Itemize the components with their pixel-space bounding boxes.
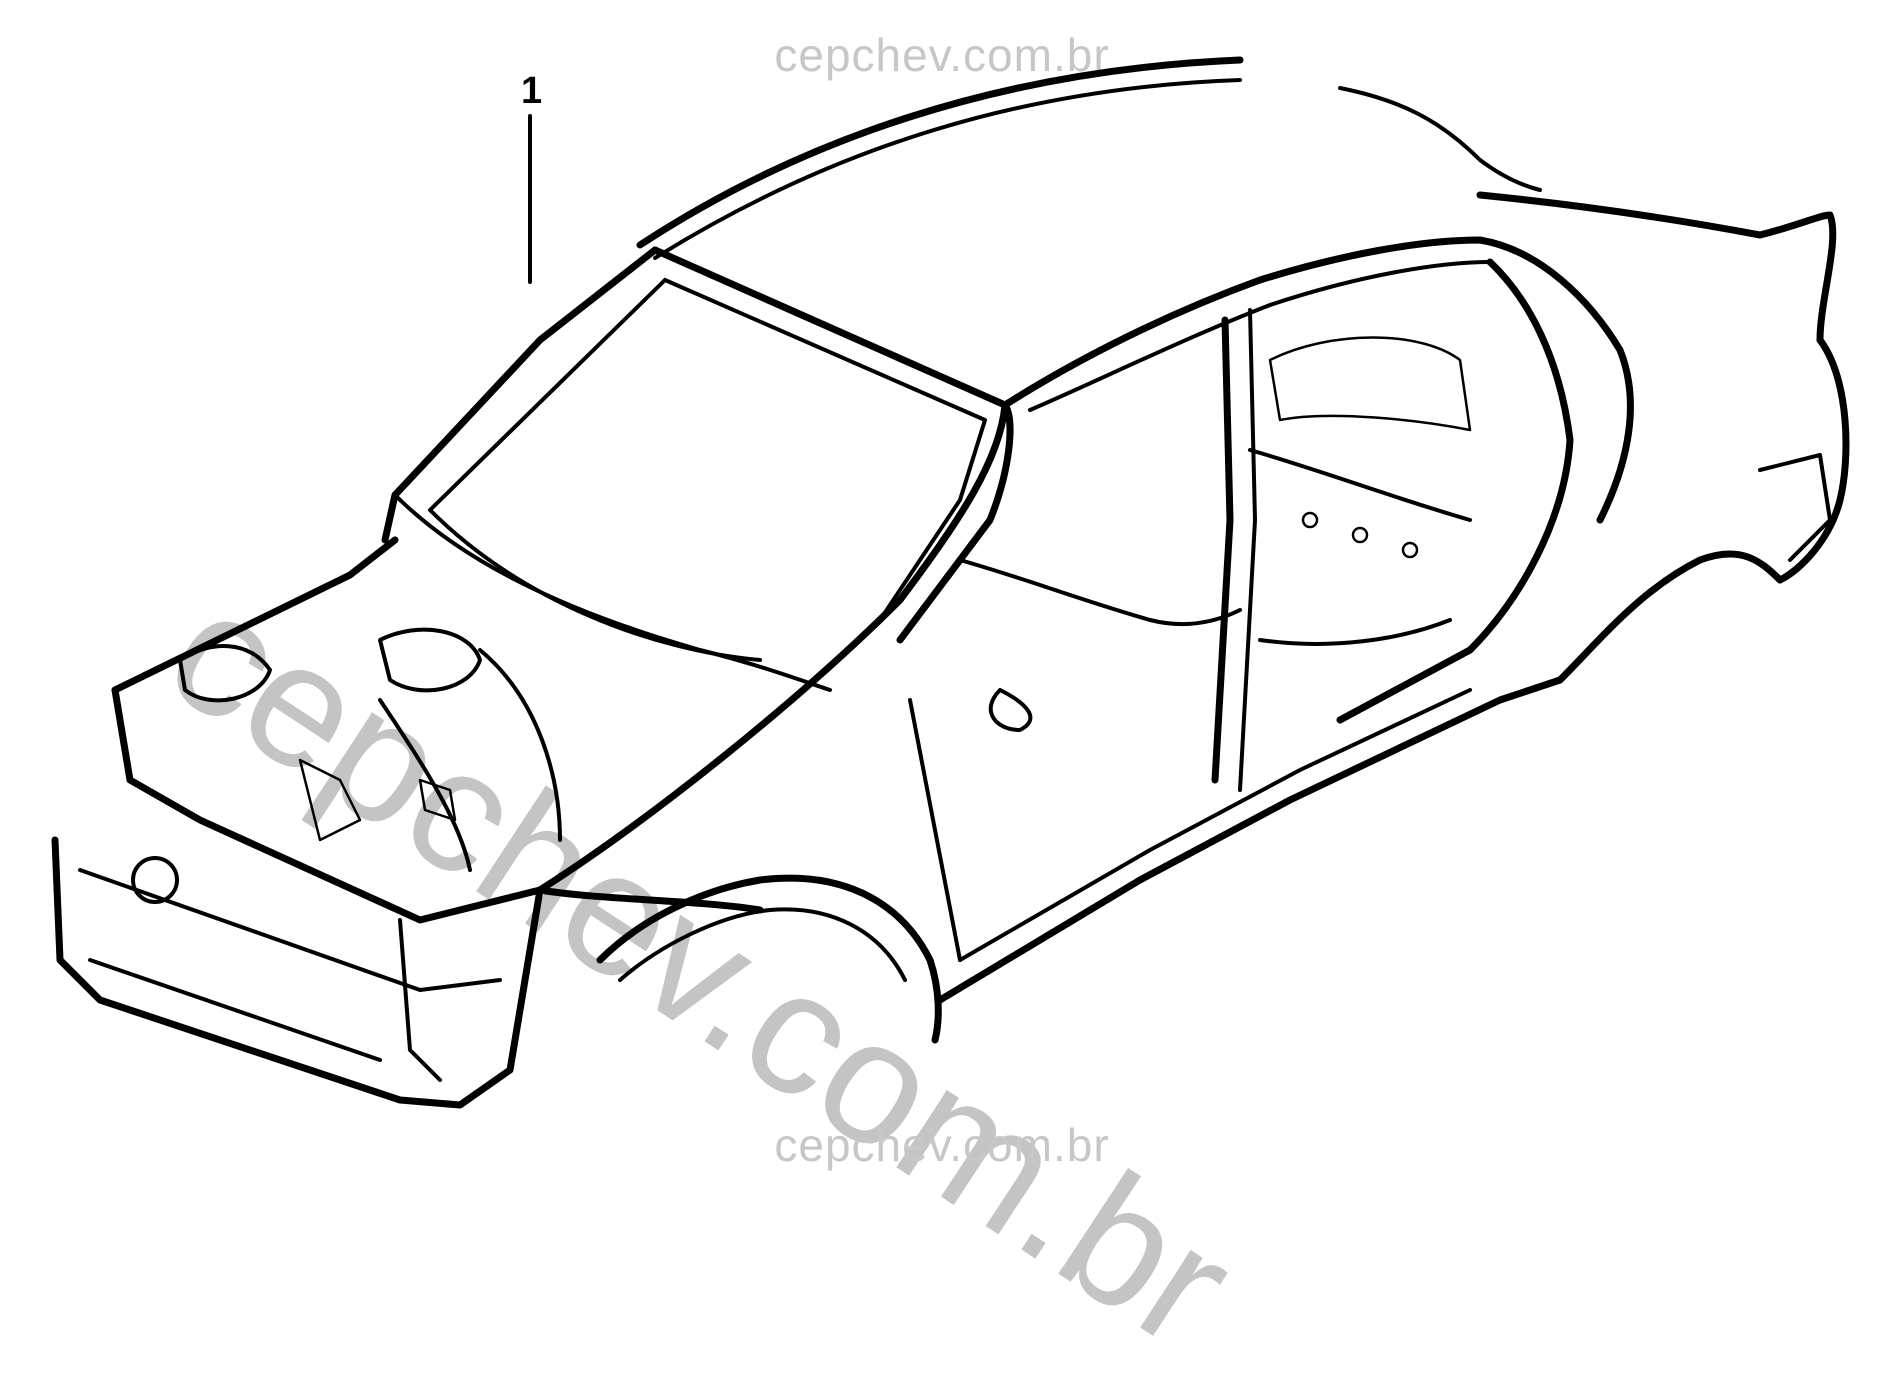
roof-rail-side (1001, 236, 1634, 524)
front-upper-rail-left (111, 536, 399, 694)
tail-lamp-pocket (1758, 453, 1832, 562)
front-crossmember (78, 868, 502, 992)
front-rail-end (398, 918, 442, 1082)
rear-seat-crossmember (1248, 448, 1472, 522)
apron-line (478, 648, 562, 842)
cowl-line (393, 493, 832, 692)
rear-door-opening (1336, 258, 1574, 724)
watermark-bottom: cepchev.com.br (774, 1119, 1110, 1171)
a-pillar-left (381, 246, 659, 544)
front-bumper-beam (51, 836, 544, 1109)
roof-inner-edge (653, 78, 1242, 260)
floor-crossmember-front (958, 558, 1242, 627)
diagram-canvas: cepchev.com.br cepchev.com.br cepchev.co… (51, 29, 1850, 1385)
front-wheel-arch (596, 874, 942, 1044)
b-pillar (1211, 316, 1234, 784)
car-body-shell-icon (51, 56, 1850, 1109)
roof-rail-inner (1028, 260, 1492, 412)
floor-hole-1 (1301, 511, 1319, 529)
watermark-top: cepchev.com.br (774, 29, 1110, 81)
rear-window-edge (1338, 86, 1542, 192)
trunk-lid-line (1476, 191, 1837, 344)
strut-tower-right (378, 627, 482, 693)
lower-tie-bar (88, 958, 382, 1062)
a-pillar-right (651, 246, 1014, 644)
firewall-edge (378, 698, 472, 872)
windshield-inner-right (663, 278, 987, 622)
b-pillar-inner (1238, 308, 1257, 792)
floor-hole-2 (1351, 526, 1369, 544)
engine-bay-bracket (298, 758, 362, 842)
floor-hole-3 (1401, 541, 1419, 559)
fog-lamp-hole (131, 856, 179, 904)
callout-1: 1 (521, 70, 543, 112)
rear-quarter-panel (1776, 336, 1850, 584)
sill-line (958, 688, 1472, 962)
engine-bay-bracket-2 (418, 778, 457, 822)
rear-parcel-shelf (1268, 336, 1472, 432)
fender-front-edge (536, 886, 764, 914)
hinge-pillar (908, 698, 962, 962)
strut-tower-left (178, 644, 272, 703)
rocker-panel (936, 676, 1564, 1004)
roof-front-edge (636, 56, 1244, 249)
windshield-inner-left (428, 278, 762, 662)
rear-wheel-arch (1556, 550, 1784, 684)
wheel-arch-inner (618, 907, 907, 982)
rear-floor-line (1258, 618, 1452, 646)
floor-tunnel-hole (988, 688, 1033, 732)
fender-top-edge (536, 401, 1009, 894)
radiator-support-top (111, 686, 544, 924)
